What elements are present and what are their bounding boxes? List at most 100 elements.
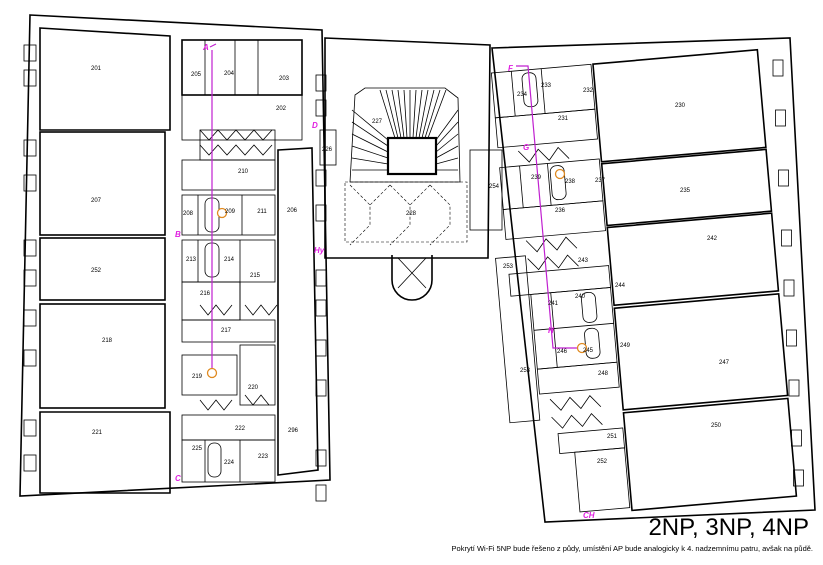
window — [775, 109, 786, 127]
window — [315, 74, 327, 92]
room-label: 249 — [620, 343, 631, 349]
marker-hy: Hy — [314, 246, 325, 255]
window — [781, 229, 792, 247]
entrance-bay — [391, 255, 433, 301]
room-label: 296 — [288, 428, 299, 434]
room-label: 244 — [615, 283, 626, 289]
room-label: 218 — [102, 338, 113, 344]
marker-d: D — [312, 121, 318, 130]
right-wing — [490, 37, 816, 523]
room-label: 221 — [92, 430, 103, 436]
wifi-note: Pokrytí Wi-Fi 5NP bude řešeno z půdy, um… — [451, 544, 813, 553]
window — [23, 174, 37, 192]
stair-hall-outline — [324, 37, 491, 259]
room-217 — [181, 319, 276, 343]
corridor-206 — [277, 147, 319, 476]
rooms-240-249 — [530, 287, 618, 370]
room-207 — [39, 131, 166, 236]
window — [23, 349, 37, 367]
room-218 — [39, 303, 166, 409]
room-label: 213 — [186, 257, 197, 263]
room-label: 233 — [541, 83, 552, 89]
wifi-cabling — [206, 43, 588, 379]
cable-route-right — [516, 65, 580, 349]
access-point-icon — [576, 342, 588, 354]
marker-b: B — [175, 230, 181, 239]
room-252 — [574, 447, 631, 513]
room-label: 250 — [711, 423, 722, 429]
room-label: 231 — [558, 116, 569, 122]
room-202 — [181, 94, 303, 141]
wardrobes — [199, 129, 276, 161]
window — [315, 339, 327, 357]
window — [315, 449, 327, 467]
window — [315, 99, 327, 117]
room-label: 235 — [680, 188, 691, 194]
window — [23, 69, 37, 87]
window — [315, 379, 327, 397]
marker-c: C — [175, 474, 181, 483]
window — [315, 269, 327, 287]
room-label: 205 — [191, 72, 202, 78]
room-label: 219 — [192, 374, 203, 380]
right-wing-outline — [491, 37, 816, 523]
rooms-208-211 — [181, 194, 276, 236]
room-label: 206 — [287, 208, 298, 214]
access-point-icon — [206, 367, 218, 379]
room-label: 242 — [707, 236, 718, 242]
window — [791, 429, 802, 447]
room-253 — [495, 255, 541, 424]
window — [783, 279, 795, 297]
marker-h: H — [548, 326, 554, 335]
room-label: 234 — [517, 92, 528, 98]
room-251 — [557, 427, 625, 454]
room-228 — [344, 181, 468, 243]
access-point-icon — [216, 207, 228, 219]
room-201 — [39, 27, 171, 131]
window — [788, 379, 800, 397]
room-label: 220 — [248, 385, 259, 391]
room-235 — [600, 148, 773, 227]
room-label: 241 — [548, 301, 559, 307]
room-label: 222 — [235, 426, 246, 432]
room-label: 236 — [555, 208, 566, 214]
room-label: 215 — [250, 273, 261, 279]
markers: A B C D Hy F G H CH — [175, 43, 595, 520]
room-label: 251 — [607, 434, 618, 440]
room-242 — [606, 212, 780, 307]
room-222 — [181, 414, 276, 441]
room-label: 211 — [257, 209, 267, 215]
window — [23, 269, 37, 287]
window — [315, 169, 327, 187]
room-247 — [613, 292, 789, 411]
rooms-203-205 — [181, 39, 303, 96]
room-label: 227 — [372, 119, 383, 125]
floor-title: 2NP, 3NP, 4NP — [648, 514, 809, 541]
window — [315, 204, 327, 222]
room-label: 225 — [192, 446, 203, 452]
room-236 — [502, 200, 606, 240]
stair-well — [386, 136, 438, 176]
room-label: 252 — [91, 268, 102, 274]
window — [772, 59, 784, 77]
windows — [23, 44, 327, 502]
marker-a: A — [202, 43, 209, 52]
room-label: 223 — [258, 454, 269, 460]
room-label: 239 — [531, 175, 542, 181]
room-250 — [622, 397, 798, 512]
window — [23, 239, 37, 257]
room-label: 209 — [225, 209, 236, 215]
left-wing-outline — [19, 14, 331, 497]
room-216 — [181, 281, 241, 321]
window — [778, 169, 789, 187]
room-label: 238 — [565, 179, 576, 185]
window — [793, 469, 804, 487]
room-248 — [536, 361, 620, 395]
room-label: 216 — [200, 291, 211, 297]
window — [23, 419, 37, 437]
stair-hall — [319, 37, 503, 301]
room-226 — [319, 129, 337, 166]
room-label: 228 — [406, 211, 417, 217]
room-label: 208 — [183, 211, 194, 217]
